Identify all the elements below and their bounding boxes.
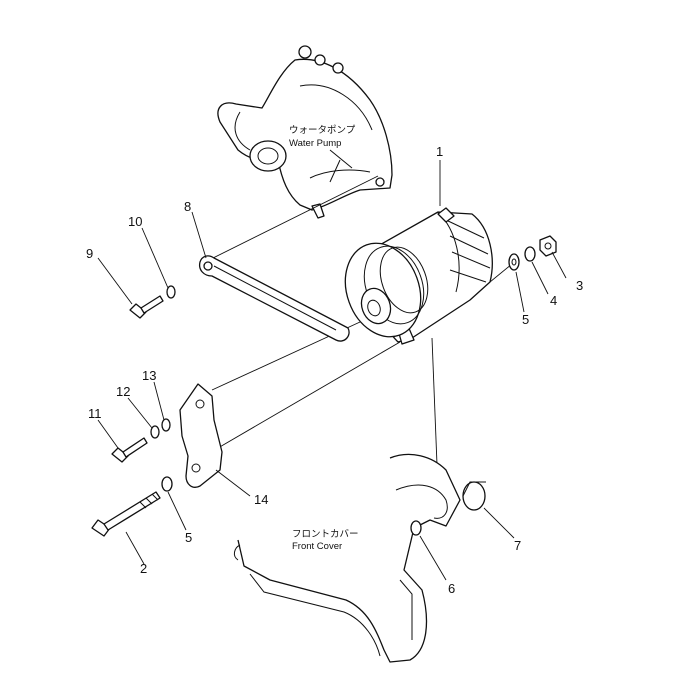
lower-fasteners: [91, 418, 173, 537]
callout-1: 1: [436, 144, 443, 159]
alternator: [344, 207, 493, 345]
callout-3: 3: [576, 278, 583, 293]
front-cover-label-en: Front Cover: [292, 541, 342, 552]
callout-14: 14: [254, 492, 268, 507]
callout-4: 4: [550, 293, 557, 308]
callout-12: 12: [116, 384, 130, 399]
bracket: [179, 383, 223, 488]
front-cover: フロントカバー Front Cover: [233, 453, 486, 663]
callout-2: 2: [140, 561, 147, 576]
alternator-fasteners: [508, 235, 557, 271]
bolt-9: [129, 285, 176, 319]
callout-5-alternator: 5: [522, 312, 529, 327]
front-cover-label-jp: フロントカバー: [292, 529, 359, 540]
water-pump-label-en: Water Pump: [289, 138, 341, 149]
callout-8: 8: [184, 199, 191, 214]
callout-5-lower: 5: [185, 530, 192, 545]
callout-6: 6: [448, 581, 455, 596]
callout-7: 7: [514, 538, 521, 553]
adjusting-plate: [198, 255, 350, 342]
callout-13: 13: [142, 368, 156, 383]
callout-11: 11: [88, 406, 102, 421]
leader-lines: [97, 160, 567, 581]
water-pump: ウォータポンプ Water Pump: [217, 45, 393, 219]
callout-10: 10: [128, 214, 142, 229]
callout-9: 9: [86, 246, 93, 261]
water-pump-label-jp: ウォータポンプ: [289, 125, 356, 136]
callout-numbers: 1 2 3 4 5 5 6 7 8 9 10 11 12 13 14: [86, 144, 583, 596]
